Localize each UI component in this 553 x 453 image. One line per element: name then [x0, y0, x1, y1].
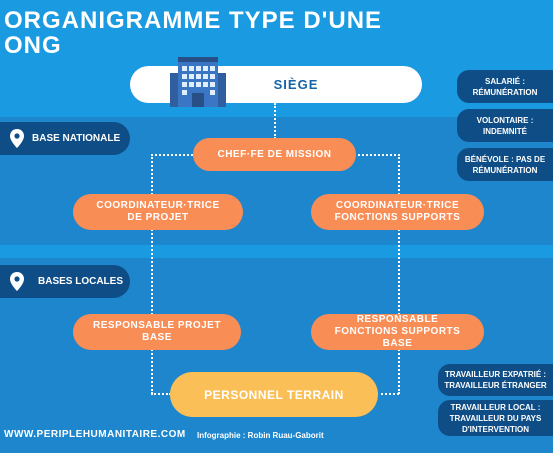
legend-benevole: BÉNÉVOLE : PAS DE RÉMUNÉRATION [457, 148, 553, 181]
responsable-supports-node: RESPONSABLE FONCTIONS SUPPORTS BASE [311, 314, 484, 350]
siege-label: SIÈGE [273, 77, 319, 92]
base-nationale-label: BASE NATIONALE [32, 133, 121, 144]
legend-volontaire: VOLONTAIRE : INDEMNITÉ [457, 109, 553, 142]
location-pin-icon [10, 272, 24, 291]
connector-siege-chef [274, 103, 276, 139]
coordinateur-projet-node: COORDINATEUR·TRICE DE PROJET [73, 194, 243, 230]
bases-locales-section: BASES LOCALES [0, 265, 130, 298]
base-nationale-section: BASE NATIONALE [0, 122, 130, 155]
location-pin-icon [10, 129, 24, 148]
website-link[interactable]: WWW.PERIPLEHUMANITAIRE.COM [4, 429, 186, 440]
personnel-terrain-node: PERSONNEL TERRAIN [170, 372, 378, 417]
connector-frame-top-right [353, 154, 400, 156]
connector-frame-right [398, 154, 400, 394]
legend-expatrie: TRAVAILLEUR EXPATRIÉ : TRAVAILLEUR ÉTRAN… [438, 364, 553, 396]
building-icon [170, 57, 226, 107]
bases-locales-label: BASES LOCALES [38, 276, 124, 287]
coordinateur-supports-node: COORDINATEUR·TRICE FONCTIONS SUPPORTS [311, 194, 484, 230]
connector-frame-top-left [151, 154, 221, 156]
legend-salarie: SALARIÉ : RÉMUNÉRATION [457, 70, 553, 103]
page-title: ORGANIGRAMME TYPE D'UNE ONG [4, 7, 383, 59]
connector-frame-bottom-left [151, 393, 171, 395]
credit-text: Infographie : Robin Ruau-Gaborit [197, 431, 324, 440]
chef-de-mission-node: CHEF·FE DE MISSION [193, 138, 356, 171]
legend-local: TRAVAILLEUR LOCAL : TRAVAILLEUR DU PAYS … [438, 400, 553, 436]
responsable-projet-node: RESPONSABLE PROJET BASE [73, 314, 241, 350]
connector-frame-left [151, 154, 153, 394]
connector-frame-bottom-right [376, 393, 399, 395]
